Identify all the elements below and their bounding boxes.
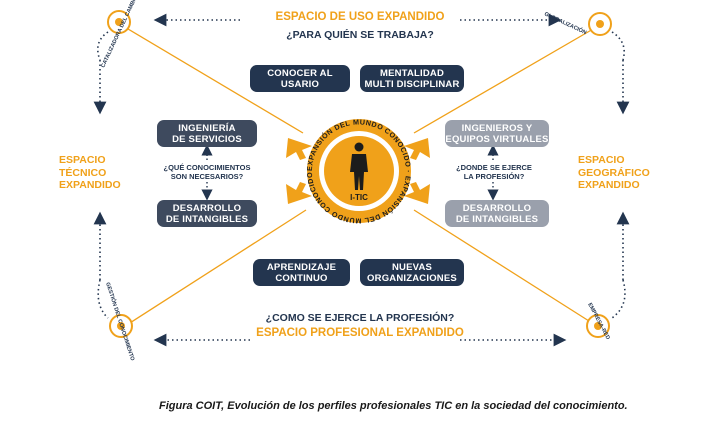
box-mentalidad: MENTALIDAD MULTI DISCIPLINAR xyxy=(360,65,464,92)
top-title: ESPACIO DE USO EXPANDIDO xyxy=(275,11,445,23)
frame-arrows xyxy=(93,13,630,347)
box-desarrollo-left: DESARROLLO DE INTANGIBLES xyxy=(157,200,257,227)
center-arrows xyxy=(286,138,430,204)
corner-dots xyxy=(115,18,604,330)
right-question: ¿DONDE SE EJERCE LA PROFESIÓN? xyxy=(456,163,532,181)
left-title: ESPACIO TÉCNICO EXPANDIDO xyxy=(59,154,121,191)
box-aprendizaje: APRENDIZAJE CONTINUO xyxy=(253,259,350,286)
diagonal-lines xyxy=(117,22,601,329)
box-desarrollo-right: DESARROLLO DE INTANGIBLES xyxy=(445,200,549,227)
top-question: ¿PARA QUIÉN SE TRABAJA? xyxy=(286,29,434,41)
figure-caption: Figura COIT, Evolución de los perfiles p… xyxy=(159,400,628,412)
box-ingenieros-equipos: INGENIEROS Y EQUIPOS VIRTUALES xyxy=(445,120,549,147)
left-question: ¿QUÉ CONOCIMIENTOS SON NECESARIOS? xyxy=(163,163,251,181)
bottom-title: ESPACIO PROFESIONAL EXPANDIDO xyxy=(256,327,464,339)
right-title: ESPACIO GEOGRÁFICO EXPANDIDO xyxy=(578,154,650,191)
center-label: I-TIC xyxy=(350,193,368,202)
person-icon xyxy=(350,142,368,190)
bottom-question: ¿COMO SE EJERCE LA PROFESIÓN? xyxy=(265,312,455,324)
box-nuevas-organizaciones: NUEVAS ORGANIZACIONES xyxy=(360,259,464,286)
svg-text:GLOBALIZACIÓN: GLOBALIZACIÓN xyxy=(543,10,588,37)
box-conocer-usuario: CONOCER AL USARIO xyxy=(250,65,350,92)
box-ingenieria-servicios: INGENIERÍA DE SERVICIOS xyxy=(157,120,257,147)
center-emblem: EXPANSIÓN DEL MUNDO CONOCIDO · EXPANSIÓN… xyxy=(305,117,413,225)
side-arrows xyxy=(201,144,499,201)
